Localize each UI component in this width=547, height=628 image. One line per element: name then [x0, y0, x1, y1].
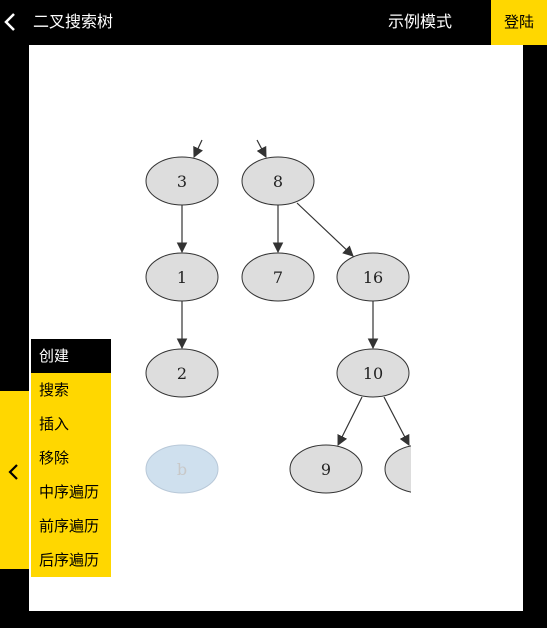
menu-item-create[interactable]: 创建 [31, 339, 111, 373]
tree-node-16[interactable]: 16 [336, 252, 410, 302]
svg-text:b: b [177, 460, 187, 479]
tree-svg: 3 8 1 7 16 2 10 b [145, 139, 457, 494]
svg-text:7: 7 [273, 268, 283, 287]
tree-node-2[interactable]: 2 [145, 348, 219, 398]
tree-canvas: 3 8 1 7 16 2 10 b [29, 45, 523, 611]
operation-menu: 创建 搜索 插入 移除 中序遍历 前序遍历 后序遍历 [31, 339, 111, 577]
tree-node-9[interactable]: 9 [289, 444, 363, 494]
page-title: 二叉搜索树 [33, 12, 114, 31]
tree-node-1[interactable]: 1 [145, 252, 219, 302]
svg-text:1: 1 [177, 268, 187, 287]
login-button[interactable]: 登陆 [491, 0, 547, 45]
tree-node-b[interactable]: b [145, 444, 219, 494]
svg-text:10: 10 [363, 364, 383, 383]
back-icon[interactable] [2, 8, 22, 36]
edge-10-right [383, 396, 410, 446]
edge-in-8 [256, 139, 267, 158]
chevron-left-icon [8, 464, 18, 480]
tree-node-7[interactable]: 7 [241, 252, 315, 302]
tree-node-partial[interactable] [384, 445, 457, 493]
svg-text:3: 3 [177, 172, 187, 191]
mode-label[interactable]: 示例模式 [388, 12, 453, 31]
tree-node-10[interactable]: 10 [336, 348, 410, 398]
top-bar: 二叉搜索树 示例模式 登陆 [0, 0, 547, 45]
menu-item-insert[interactable]: 插入 [31, 407, 111, 441]
svg-text:2: 2 [177, 364, 187, 383]
tree-node-3[interactable]: 3 [145, 156, 219, 206]
edge-8-16 [296, 202, 354, 257]
menu-item-search[interactable]: 搜索 [31, 373, 111, 407]
edge-in-3 [193, 139, 204, 158]
menu-item-postorder[interactable]: 后序遍历 [31, 543, 111, 577]
menu-item-inorder[interactable]: 中序遍历 [31, 475, 111, 509]
svg-text:16: 16 [363, 268, 383, 287]
menu-toggle-button[interactable] [0, 391, 29, 569]
tree-node-8[interactable]: 8 [241, 156, 315, 206]
edge-10-9 [337, 396, 363, 446]
menu-item-remove[interactable]: 移除 [31, 441, 111, 475]
menu-item-preorder[interactable]: 前序遍历 [31, 509, 111, 543]
svg-text:8: 8 [273, 172, 283, 191]
svg-text:9: 9 [321, 460, 331, 479]
